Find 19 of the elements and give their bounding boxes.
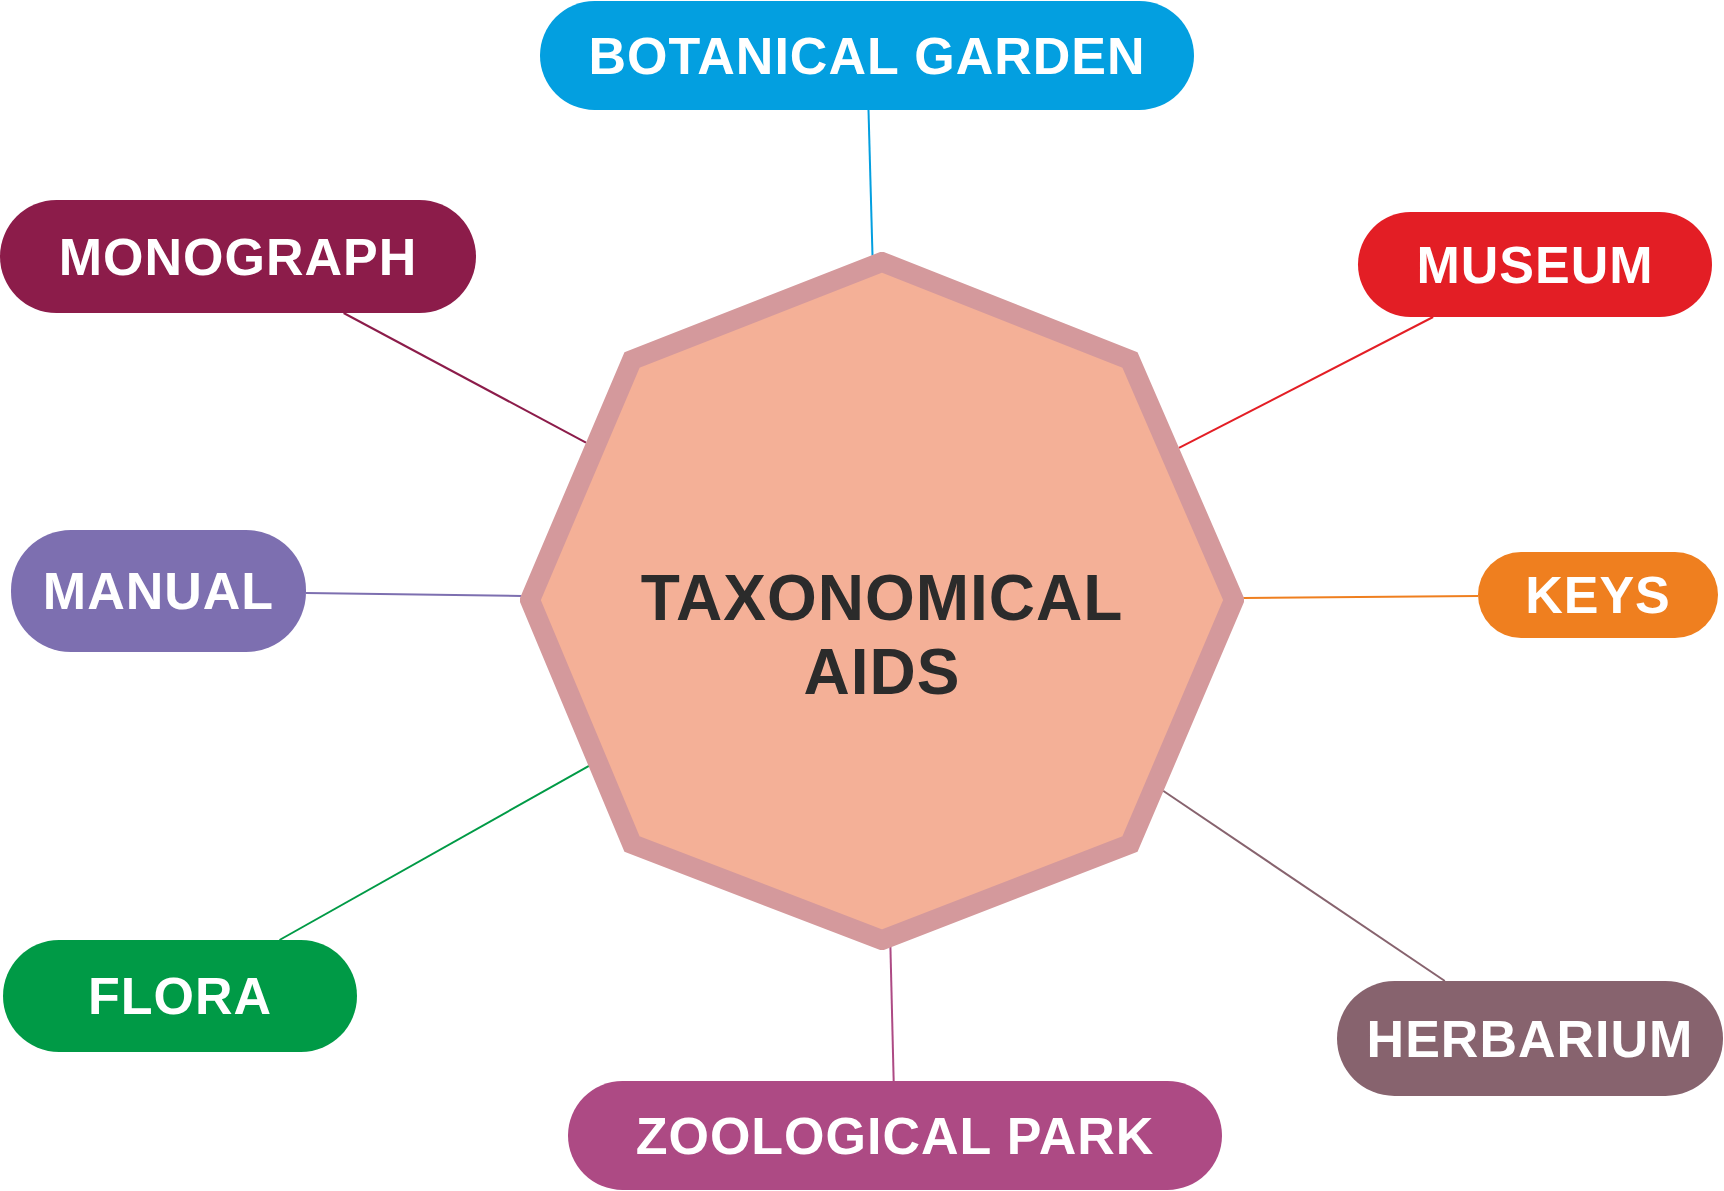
pill-label: FLORA <box>87 966 273 1026</box>
connector-line <box>867 109 874 257</box>
pill-label: KEYS <box>1525 565 1671 625</box>
connector-line <box>1242 595 1480 599</box>
connector-line <box>278 764 590 941</box>
connector-line <box>304 592 523 597</box>
pill-label: MANUAL <box>42 561 275 621</box>
label-pill <box>0 200 476 313</box>
pill-label: HERBARIUM <box>1366 1008 1694 1069</box>
label-pill <box>1337 981 1723 1096</box>
pill-label: BOTANICAL GARDEN <box>588 25 1146 86</box>
center-title: TAXONOMICAL AIDS <box>639 562 1125 710</box>
pill-label: MUSEUM <box>1416 234 1654 295</box>
pill-label: ZOOLOGICAL PARK <box>635 1105 1155 1166</box>
connector-line <box>1178 316 1435 449</box>
pill-label: MONOGRAPH <box>58 226 418 287</box>
connector-line <box>342 312 587 444</box>
connector-line <box>889 945 895 1082</box>
connector-line <box>1162 789 1446 982</box>
